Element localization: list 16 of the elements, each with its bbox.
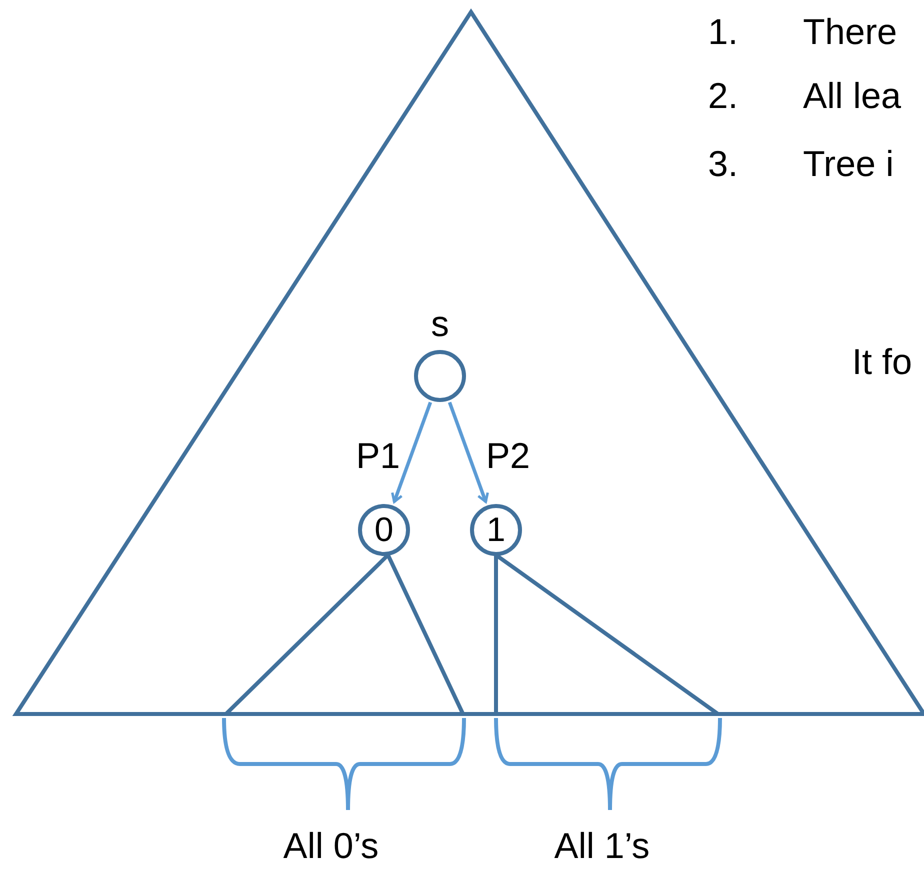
- text-label: 3.: [708, 146, 738, 182]
- node-label: s: [431, 306, 449, 342]
- text-label: Tree i: [803, 146, 894, 182]
- text-label: 1.: [708, 14, 738, 50]
- text-label: All 1’s: [554, 828, 650, 864]
- node-circle: [470, 504, 522, 556]
- text-label: 2.: [708, 78, 738, 114]
- text-label: All 0’s: [283, 828, 379, 864]
- node-circle: [358, 504, 410, 556]
- node-label: 1: [486, 513, 506, 547]
- node-label: 0: [374, 513, 394, 547]
- arrow: [448, 402, 489, 504]
- text-label: There: [803, 14, 898, 50]
- text-label: It fo: [852, 344, 912, 380]
- text-label: All lea: [803, 78, 902, 114]
- arrow: [391, 402, 432, 504]
